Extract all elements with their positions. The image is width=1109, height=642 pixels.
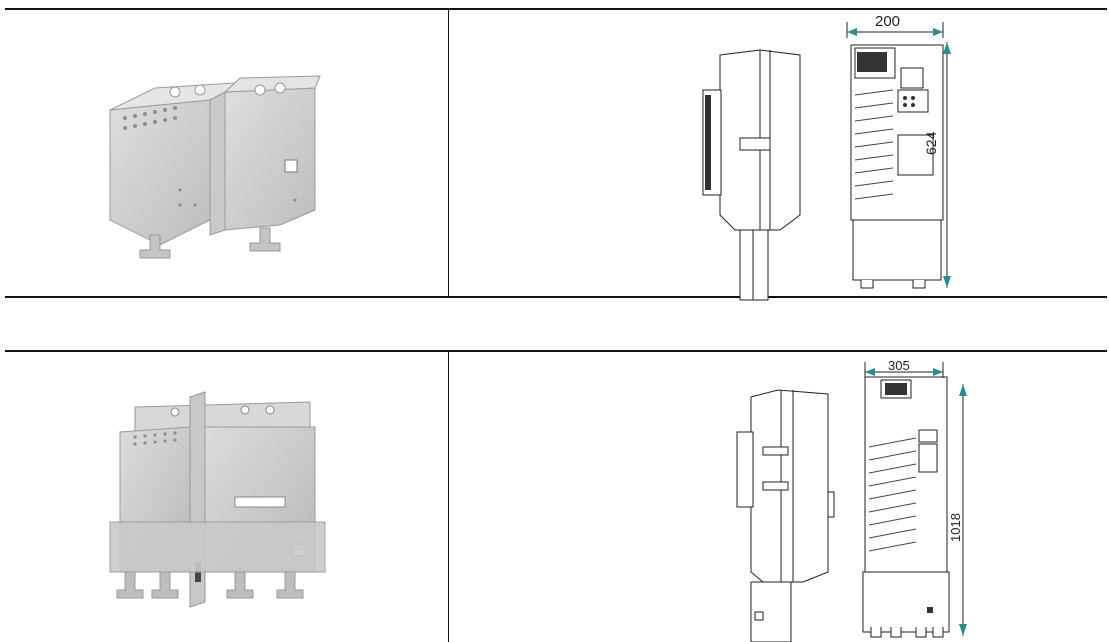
height-dimension-label-1: 624 <box>923 131 939 155</box>
mounting-table-row-2: 305 1018 <box>5 350 1107 642</box>
bracket-image-large <box>109 391 326 608</box>
column-divider <box>448 352 449 642</box>
width-dimension-1 <box>846 22 944 38</box>
bracket-image-small <box>109 75 321 259</box>
width-dimension-label-2: 305 <box>888 358 910 373</box>
height-dimension-1 <box>943 42 951 288</box>
height-dimension-label-2: 1018 <box>948 513 963 542</box>
column-divider <box>448 10 449 296</box>
drive-side-view-drawing-2 <box>736 389 835 642</box>
width-dimension-2 <box>864 362 944 378</box>
mounting-table-row-1: 200 624 <box>5 8 1107 301</box>
drive-side-view-drawing <box>702 49 801 301</box>
drive-front-view-drawing-2 <box>862 376 950 638</box>
height-dimension-2 <box>959 384 967 636</box>
drive-front-view-drawing <box>850 44 944 289</box>
width-dimension-label-1: 200 <box>875 13 901 30</box>
